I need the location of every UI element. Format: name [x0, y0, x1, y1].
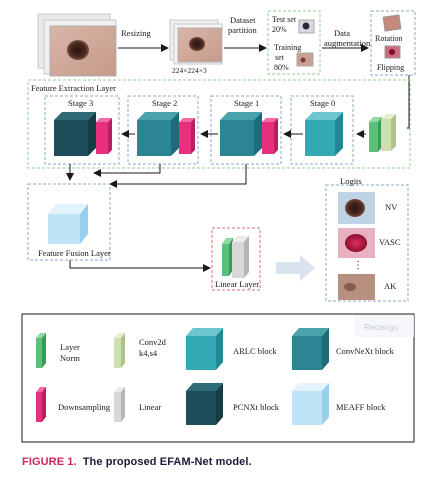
watermark-chip: [354, 315, 414, 337]
flipping-thumb-lesion: [389, 49, 395, 55]
legend-pcnxt-label: PCNXt block: [233, 402, 280, 412]
figure-caption-text: The proposed EFAM-Net model.: [82, 456, 252, 468]
testset-label-2: 20%: [272, 25, 287, 34]
resized-lesion: [189, 37, 205, 51]
fel-title: Feature Extraction Layer: [31, 83, 116, 93]
stage-2-downsampling: [179, 118, 195, 154]
split-box: [267, 10, 321, 75]
logit-label-ak: AK: [384, 281, 397, 291]
train-thumb-lesion: [300, 57, 306, 63]
linear-title: Linear Layer: [215, 279, 259, 289]
logit-ellipsis: ⋮: [353, 260, 363, 271]
figure-number: FIGURE 1.: [22, 456, 77, 468]
resizing-label: Resizing: [121, 28, 151, 38]
partition-label-2: partition: [228, 25, 258, 35]
trainset-label-2: set: [275, 53, 285, 62]
stage-3-label: Stage 3: [68, 98, 93, 108]
legend-conv-l1: Conv2d: [139, 337, 167, 347]
augment-label-1: Data: [334, 28, 350, 38]
nv-lesion: [345, 199, 365, 217]
vasc-lesion: [345, 234, 367, 252]
legend-arlc-icon: [186, 328, 223, 370]
legend-layer-norm-l2: Norm: [60, 353, 80, 363]
feature-extraction-layer: [27, 79, 411, 169]
legend-meaff-icon: [292, 383, 329, 425]
resize-dim-label: 224×224×3: [172, 66, 207, 75]
rotation-label: Rotation: [375, 34, 403, 43]
logit-image-ak: [338, 274, 375, 300]
stage-0-arlc-block: [305, 112, 343, 156]
stage-0-box: [290, 95, 354, 165]
arrow-stage2-to-fusion: [93, 164, 161, 177]
stage-2-convnext-block: [137, 112, 179, 156]
testset-label-1: Test set: [272, 15, 297, 24]
linear-layer-norm: [222, 238, 233, 276]
stem-conv2d: [381, 114, 396, 151]
legend-conv-l2: k4,s4: [139, 348, 158, 358]
stage-3-downsampling: [96, 118, 112, 154]
legend-downsampling-label: Downsampling: [58, 402, 111, 412]
stage-3-pcnxt-block: [54, 112, 96, 156]
legend-layer-norm-l1: Layer: [60, 342, 80, 352]
stage-3-box: [44, 95, 120, 165]
logits-box: [325, 184, 409, 302]
resized-image-stack: [169, 19, 223, 65]
figure-caption: FIGURE 1. The proposed EFAM-Net model.: [22, 456, 252, 468]
legend-meaff-label: MEAFF block: [336, 402, 386, 412]
linear-fc: [232, 236, 249, 278]
stage-2-label: Stage 2: [152, 98, 177, 108]
augment-box: [370, 10, 416, 76]
logit-label-nv: NV: [385, 202, 398, 212]
logit-label-vasc: VASC: [379, 237, 401, 247]
stage-1-downsampling: [262, 118, 278, 154]
feature-fusion-box: [27, 183, 111, 261]
trainset-label-3: 80%: [274, 63, 289, 72]
watermark-text: Rectangu: [364, 323, 398, 332]
partition-label-1: Dataset: [230, 15, 256, 25]
legend-pcnxt-icon: [186, 383, 223, 425]
stage-0-label: Stage 0: [310, 98, 335, 108]
arrow-fusion-to-linear: [69, 260, 211, 272]
trainset-label-1: Training: [274, 43, 301, 52]
meaff-block: [48, 204, 88, 244]
logits-title: Logits: [340, 176, 362, 186]
fusion-title: Feature Fusion Layer: [38, 248, 111, 258]
legend-convnext-label: ConvNeXt block: [336, 346, 395, 356]
legend-convnext-icon: [292, 328, 329, 370]
stage-1-label: Stage 1: [234, 98, 259, 108]
lesion: [67, 40, 89, 60]
flipping-label: Flipping: [377, 63, 404, 72]
legend-linear-label: Linear: [139, 402, 161, 412]
arrow-stage1-to-fusion: [109, 164, 247, 188]
augment-label-2: augmentation: [324, 38, 371, 48]
legend-layer-norm-icon: [36, 333, 46, 368]
legend-linear-icon: [114, 387, 125, 422]
ak-lesion: [344, 283, 356, 291]
legend-conv2d-icon: [114, 333, 125, 368]
test-thumb-lesion: [302, 22, 310, 30]
legend-arlc-label: ARLC block: [233, 346, 277, 356]
rotation-thumb: [382, 14, 402, 32]
original-image-stack: [37, 13, 117, 77]
stage-1-convnext-block: [220, 112, 262, 156]
connector-augment-down: [407, 75, 410, 129]
legend-downsampling-icon: [36, 387, 46, 422]
big-arrow-to-logits: [276, 255, 315, 281]
stem-layer-norm: [369, 117, 382, 152]
